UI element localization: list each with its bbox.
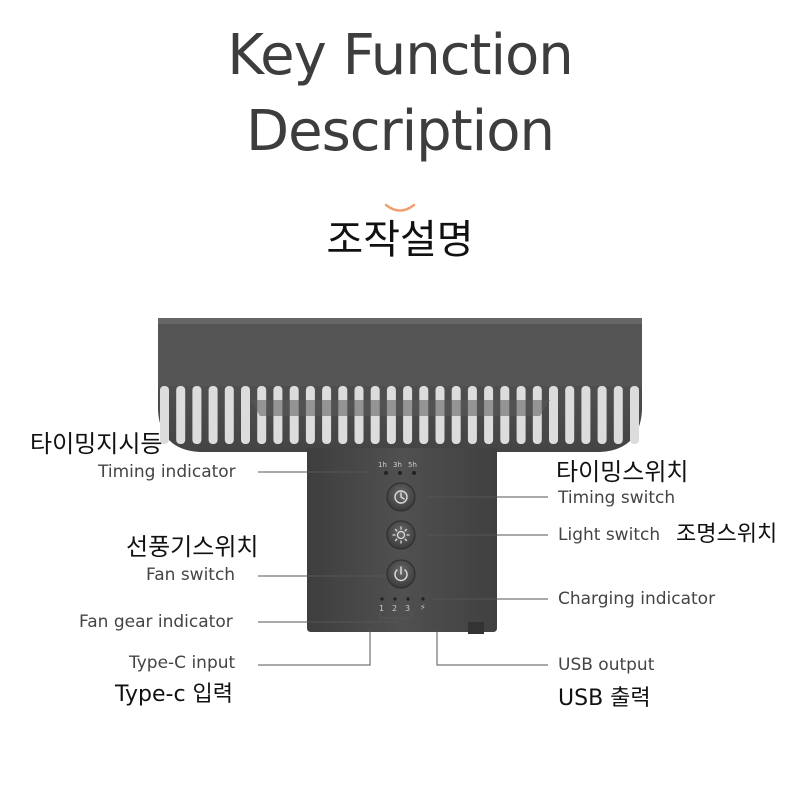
fan-head <box>158 318 642 452</box>
timing-indicator-label-en: Timing indicator <box>98 462 236 482</box>
gear-mark-1: 1 <box>379 604 385 613</box>
timing-indicator-dots <box>384 471 416 475</box>
typec-input-label-ko: Type-c 입력 <box>115 682 234 707</box>
power-icon <box>394 566 408 582</box>
charging-indicator-label: Charging indicator <box>558 589 716 609</box>
timing-mark-1h: 1h <box>378 461 387 469</box>
fan-button[interactable] <box>386 559 416 589</box>
fan-switch-label-en: Fan switch <box>146 565 236 585</box>
gear-mark-2: 2 <box>392 604 398 613</box>
fan-blade-shadow <box>250 400 550 416</box>
grille-slot <box>160 386 169 444</box>
gear-mark-3: 3 <box>405 604 411 613</box>
clock-icon <box>394 490 408 504</box>
timing-button[interactable] <box>386 482 416 512</box>
grille-slot <box>224 386 234 444</box>
grille-slot <box>581 386 591 444</box>
timing-switch-label-en: Timing switch <box>558 488 676 508</box>
title-line-1: Key Function <box>227 23 574 88</box>
grille-slot <box>549 386 558 444</box>
light-switch-label-en: Light switch <box>558 525 661 545</box>
subtitle-korean: 조작설명 <box>326 217 474 263</box>
grille-slot <box>630 386 639 444</box>
grille-slot <box>597 386 607 444</box>
grille-slot <box>613 386 623 444</box>
timing-indicator-label-ko: 타이밍지시등 <box>30 430 163 458</box>
grille-slot <box>208 386 218 444</box>
sun-icon <box>392 526 410 544</box>
accent-smile <box>384 203 416 212</box>
light-button[interactable] <box>386 520 416 550</box>
usb-output-label-en: USB output <box>558 655 655 675</box>
grille-slot <box>176 386 186 444</box>
timing-switch-label-ko: 타이밍스위치 <box>556 458 689 486</box>
usb-output-label-ko: USB 출력 <box>558 686 651 711</box>
timing-mark-3h: 3h <box>393 461 402 469</box>
light-switch-label-ko: 조명스위치 <box>676 522 778 547</box>
grille-slot <box>192 386 202 444</box>
fan-switch-label-ko: 선풍기스위치 <box>126 533 259 561</box>
title-line-2: Description <box>246 99 555 164</box>
charge-mark: ⚡ <box>420 603 426 612</box>
gear-indicator-dots <box>380 597 425 601</box>
fan-grille <box>160 386 639 444</box>
grille-slot <box>241 386 250 444</box>
fan-gear-indicator-label: Fan gear indicator <box>79 612 233 632</box>
timing-mark-5h: 5h <box>408 461 417 469</box>
typec-input-label-en: Type-C input <box>129 653 236 673</box>
leader-lines <box>258 471 548 666</box>
grille-slot <box>565 386 575 444</box>
